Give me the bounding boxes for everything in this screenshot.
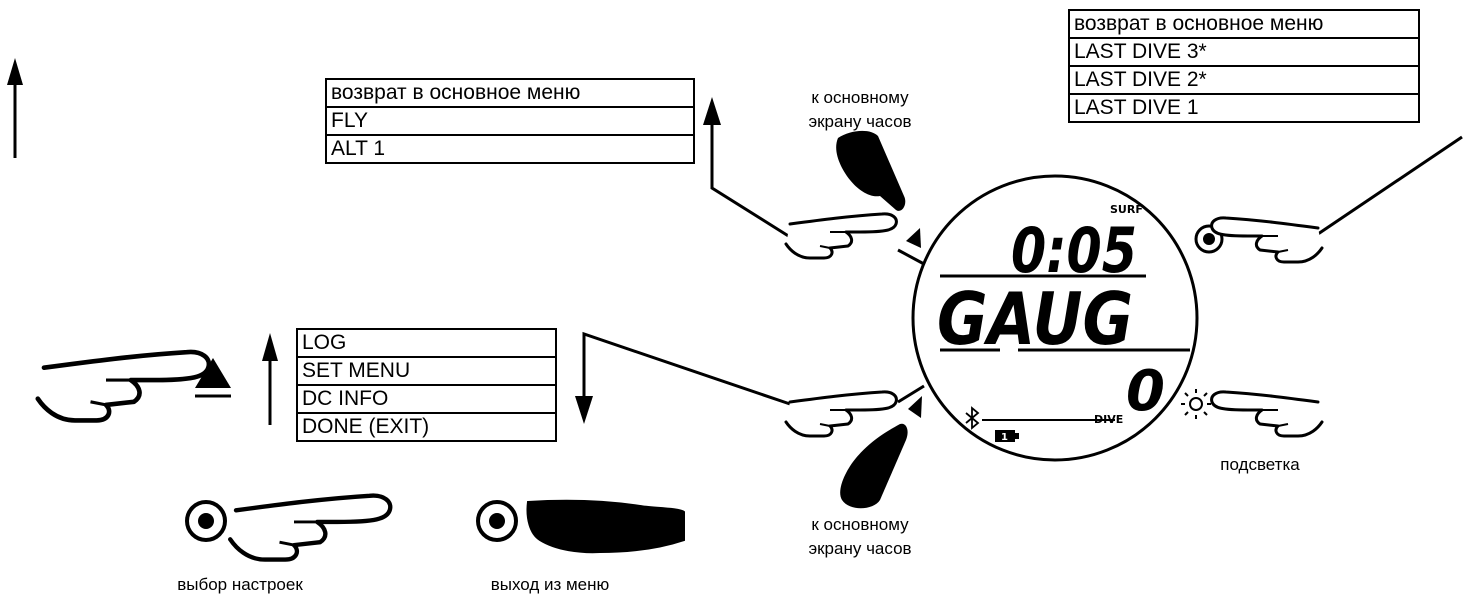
menu-item-log[interactable]: LOG bbox=[296, 328, 557, 358]
hand-pointer-icon bbox=[840, 423, 908, 509]
caption-select-settings: выбор настроек bbox=[177, 575, 303, 594]
hand-pointer-icon bbox=[38, 352, 209, 420]
up-arrow-icon bbox=[7, 58, 23, 158]
bluetooth-icon bbox=[965, 406, 980, 430]
caption-exit-menu: выход из меню bbox=[490, 575, 610, 594]
menu-main: LOG SET MENU DC INFO DONE (EXIT) bbox=[296, 328, 557, 442]
triangle-button-icon bbox=[195, 358, 231, 398]
menu-item[interactable]: LAST DIVE 1 bbox=[1068, 93, 1420, 123]
up-arrow-icon bbox=[262, 333, 278, 425]
menu-item[interactable]: FLY bbox=[325, 106, 695, 136]
surf-label: SURF bbox=[1110, 203, 1143, 216]
menu-top-right: возврат в основное меню LAST DIVE 3* LAS… bbox=[1068, 9, 1420, 123]
circle-button-icon bbox=[185, 500, 227, 542]
menu-item-set-menu[interactable]: SET MENU bbox=[296, 356, 557, 386]
up-arrow-icon bbox=[703, 97, 791, 239]
backlight-sun-icon bbox=[1181, 389, 1211, 419]
dive-count: 0 bbox=[1126, 359, 1165, 424]
menu-item-dc-info[interactable]: DC INFO bbox=[296, 384, 557, 414]
hand-pointer-icon bbox=[836, 130, 906, 211]
connector-line bbox=[1317, 135, 1463, 236]
hand-pointer-icon bbox=[1210, 216, 1324, 264]
menu-item[interactable]: возврат в основное меню bbox=[325, 78, 695, 108]
triangle-button-icon bbox=[897, 384, 925, 418]
menu-top-left: возврат в основное меню FLY ALT 1 bbox=[325, 78, 695, 164]
menu-item-done-exit[interactable]: DONE (EXIT) bbox=[296, 412, 557, 442]
hand-pointer-icon bbox=[526, 499, 685, 554]
down-arrow-icon bbox=[575, 331, 791, 424]
menu-item[interactable]: ALT 1 bbox=[325, 134, 695, 164]
hand-pointer-icon bbox=[784, 390, 898, 438]
menu-item[interactable]: возврат в основное меню bbox=[1068, 9, 1420, 39]
mode-readout: GAUG bbox=[937, 277, 1133, 361]
hand-pointer-icon bbox=[1210, 390, 1324, 438]
time-readout: 0:05 bbox=[1011, 214, 1137, 287]
battery-icon: 1 bbox=[995, 430, 1019, 443]
hand-pointer-icon bbox=[784, 212, 898, 260]
caption-to-main-screen-top: к основному экрану часов bbox=[808, 88, 912, 131]
circle-button-icon bbox=[476, 500, 518, 542]
watch-display: SURF 0:05 GAUG 0 DIVE 1 bbox=[911, 174, 1199, 462]
menu-item[interactable]: LAST DIVE 3* bbox=[1068, 37, 1420, 67]
caption-to-main-screen-bottom: к основному экрану часов bbox=[808, 515, 912, 558]
svg-text:1: 1 bbox=[1001, 432, 1008, 443]
caption-backlight: подсветка bbox=[1220, 455, 1300, 474]
menu-item[interactable]: LAST DIVE 2* bbox=[1068, 65, 1420, 95]
dive-label: DIVE bbox=[1094, 413, 1123, 426]
triangle-button-icon bbox=[897, 228, 925, 266]
hand-pointer-icon bbox=[230, 496, 390, 560]
